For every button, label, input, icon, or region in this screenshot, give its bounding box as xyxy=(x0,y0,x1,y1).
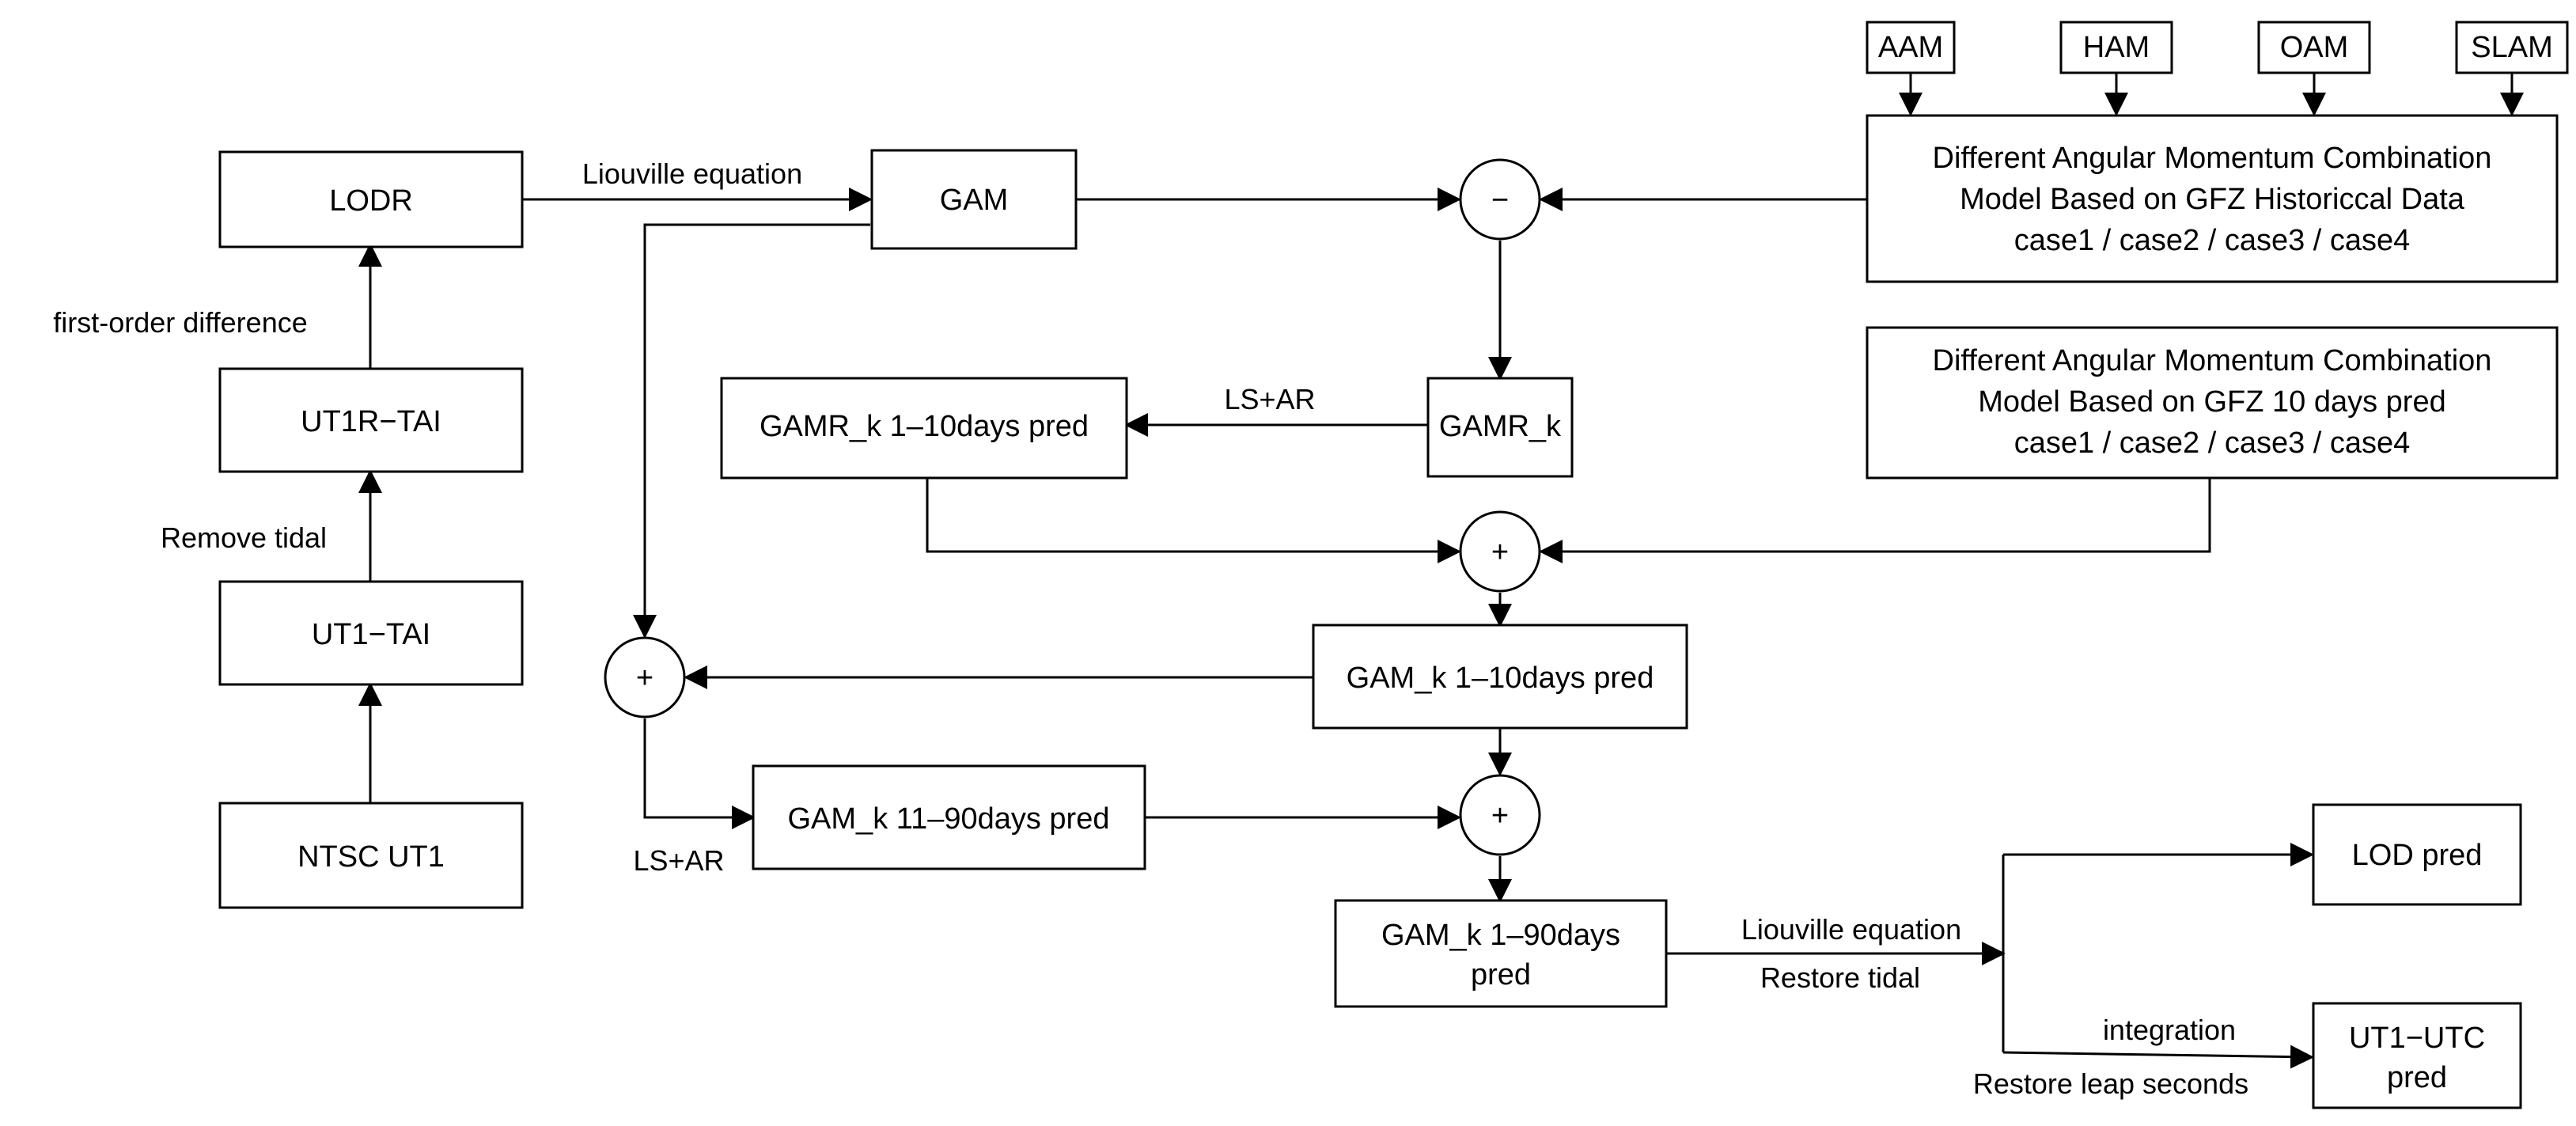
node-ut1-utc-pred-line-1: UT1−UTC xyxy=(2349,1022,2485,1055)
node-gam-k-11-90: GAM_k 11–90days pred xyxy=(752,764,1146,870)
node-gam-k-1-90-line-1: GAM_k 1–90days xyxy=(1381,919,1620,952)
node-gam-k-1-90-line-2: pred xyxy=(1471,958,1531,991)
node-gam-k-1-90: GAM_k 1–90days pred xyxy=(1334,899,1668,1008)
operator-plus-combine-pred: + xyxy=(1459,510,1541,593)
node-gam: GAM xyxy=(870,149,1078,250)
node-gam-label: GAM xyxy=(940,184,1009,217)
operator-plus-1-symbol: + xyxy=(1491,536,1509,569)
connectors xyxy=(358,73,2524,1069)
operator-plus-2-symbol: + xyxy=(636,662,653,695)
label-liouville-bottom: Liouville equation xyxy=(1741,913,1961,946)
node-ut1-utc-pred-line-2: pred xyxy=(2387,1061,2447,1094)
node-aam: AAM xyxy=(1866,21,1956,74)
label-restore-tidal: Restore tidal xyxy=(1760,961,1920,994)
combo-hist-line-1: Different Angular Momentum Combination xyxy=(1933,142,2492,175)
operator-plus-3-symbol: + xyxy=(1491,799,1509,832)
node-ut1r-tai-label: UT1R−TAI xyxy=(301,405,441,438)
node-lod-pred: LOD pred xyxy=(2312,803,2522,906)
edge-leftplus-gamk1190 xyxy=(643,718,756,829)
edge-gamrkpred-plus1 xyxy=(926,478,1461,563)
combo-pred-line-3: case1 / case2 / case3 / case4 xyxy=(2014,427,2411,460)
node-ham-label: HAM xyxy=(2083,31,2150,64)
node-gam-k-11-90-label: GAM_k 11–90days pred xyxy=(788,802,1110,836)
node-ut1r-tai: UT1R−TAI xyxy=(218,367,524,473)
label-ls-ar-bottom: LS+AR xyxy=(633,844,724,877)
operator-minus-symbol: − xyxy=(1491,184,1509,217)
combo-hist-line-3: case1 / case2 / case3 / case4 xyxy=(2014,224,2411,257)
edge-branch-ut1utcpred xyxy=(2002,1044,2314,1069)
operator-plus-combine-90: + xyxy=(1459,774,1541,856)
node-ut1-utc-pred: UT1−UTC pred xyxy=(2312,1002,2522,1109)
node-gam-k-1-10-label: GAM_k 1–10days pred xyxy=(1347,662,1654,695)
node-aam-label: AAM xyxy=(1878,31,1943,64)
label-integration: integration xyxy=(2103,1014,2236,1046)
node-ut1-tai-label: UT1−TAI xyxy=(312,618,430,651)
node-ntsc-ut1: NTSC UT1 xyxy=(218,802,524,909)
node-gamr-k-label: GAMR_k xyxy=(1439,410,1562,443)
node-ut1-tai: UT1−TAI xyxy=(218,580,524,686)
edge-gam-leftplus xyxy=(633,223,870,639)
node-gam-k-1-10: GAM_k 1–10days pred xyxy=(1312,624,1688,730)
node-lodr: LODR xyxy=(218,150,524,248)
node-oam: OAM xyxy=(2257,21,2371,74)
node-combo-historical: Different Angular Momentum Combination M… xyxy=(1866,114,2559,283)
node-lodr-label: LODR xyxy=(329,184,413,218)
combo-hist-line-2: Model Based on GFZ Historiccal Data xyxy=(1960,183,2465,216)
node-lod-pred-label: LOD pred xyxy=(2352,839,2483,872)
operator-plus-left: + xyxy=(604,636,686,718)
label-restore-leap-seconds: Restore leap seconds xyxy=(1973,1067,2248,1100)
combo-pred-line-2: Model Based on GFZ 10 days pred xyxy=(1978,385,2445,419)
node-combo-pred: Different Angular Momentum Combination M… xyxy=(1866,326,2559,480)
node-gamr-k-pred-label: GAMR_k 1–10days pred xyxy=(760,410,1089,443)
label-liouville-top: Liouville equation xyxy=(582,157,802,190)
label-remove-tidal: Remove tidal xyxy=(161,521,327,554)
operator-minus: − xyxy=(1459,158,1541,241)
label-first-order-difference: first-order difference xyxy=(53,306,307,339)
combo-pred-line-1: Different Angular Momentum Combination xyxy=(1933,344,2492,377)
label-ls-ar-top: LS+AR xyxy=(1224,383,1315,415)
edge-combopred-plus1 xyxy=(1539,478,2211,563)
node-ntsc-ut1-label: NTSC UT1 xyxy=(297,840,445,874)
node-slam-label: SLAM xyxy=(2471,31,2552,64)
node-ham: HAM xyxy=(2059,21,2173,74)
node-oam-label: OAM xyxy=(2280,31,2349,64)
node-gamr-k-pred: GAMR_k 1–10days pred xyxy=(720,377,1128,480)
node-slam: SLAM xyxy=(2455,21,2569,74)
node-gamr-k: GAMR_k xyxy=(1426,377,1574,478)
